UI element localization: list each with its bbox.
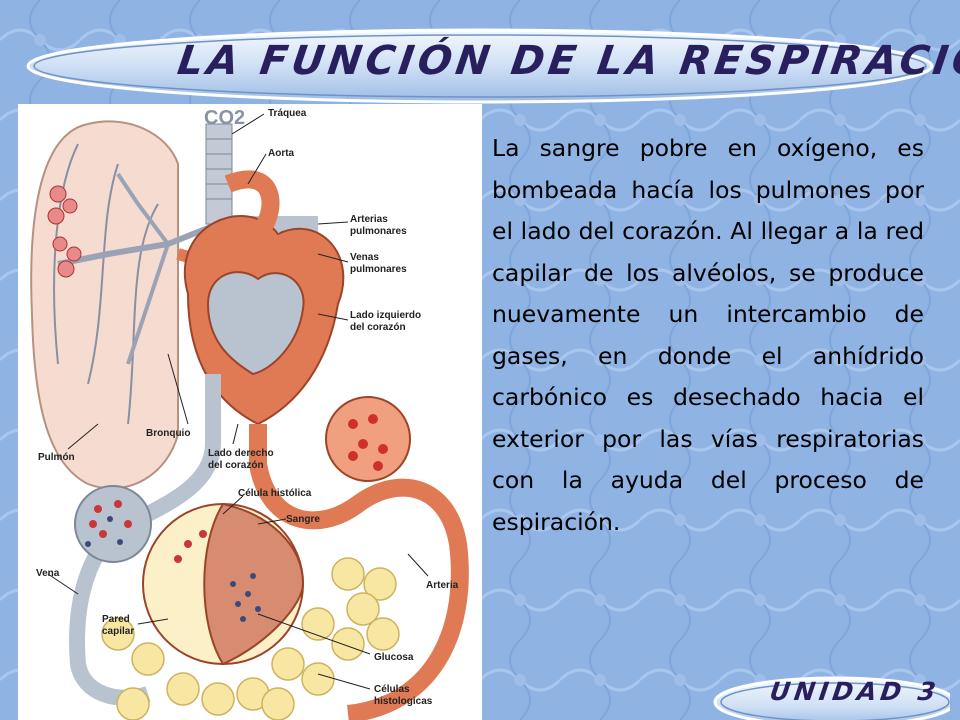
slide-title: LA FUNCIÓN DE LA RESPIRACIÓN <box>174 38 960 84</box>
co2-label: CO2 <box>204 107 245 129</box>
label-lado-izq-1: Lado izquierdo <box>350 310 421 321</box>
label-sangre: Sangre <box>286 514 320 525</box>
label-lado-izq-2: del corazón <box>350 322 406 333</box>
label-pared-1: Pared <box>102 614 130 625</box>
label-celulas-2: histologicas <box>374 696 433 707</box>
label-venas-2: pulmonares <box>350 264 407 275</box>
label-glucosa: Glucosa <box>374 652 414 663</box>
label-arterias-2: pulmonares <box>350 226 407 237</box>
label-pulmon: Pulmón <box>38 452 75 463</box>
label-bronquio: Bronquio <box>146 428 190 439</box>
label-arteria: Arteria <box>426 580 459 591</box>
unit-label: UNIDAD 3 <box>767 677 942 706</box>
label-celulas-1: Células <box>374 684 410 695</box>
label-pared-2: capilar <box>102 626 134 637</box>
label-traquea: Tráquea <box>268 108 307 119</box>
title-banner <box>26 28 934 104</box>
label-lado-der-1: Lado derecho <box>208 448 274 459</box>
label-celula-histolica: Célula histólica <box>238 488 312 499</box>
slide-body-text: La sangre pobre en oxígeno, es bombeada … <box>492 134 924 536</box>
unit-banner <box>713 676 950 720</box>
label-lado-der-2: del corazón <box>208 460 264 471</box>
label-vena: Vena <box>36 568 60 579</box>
label-aorta: Aorta <box>268 148 295 159</box>
label-arterias-1: Arterias <box>350 214 388 225</box>
label-venas-1: Venas <box>350 252 379 263</box>
respiration-diagram: CO2 <box>18 104 482 720</box>
